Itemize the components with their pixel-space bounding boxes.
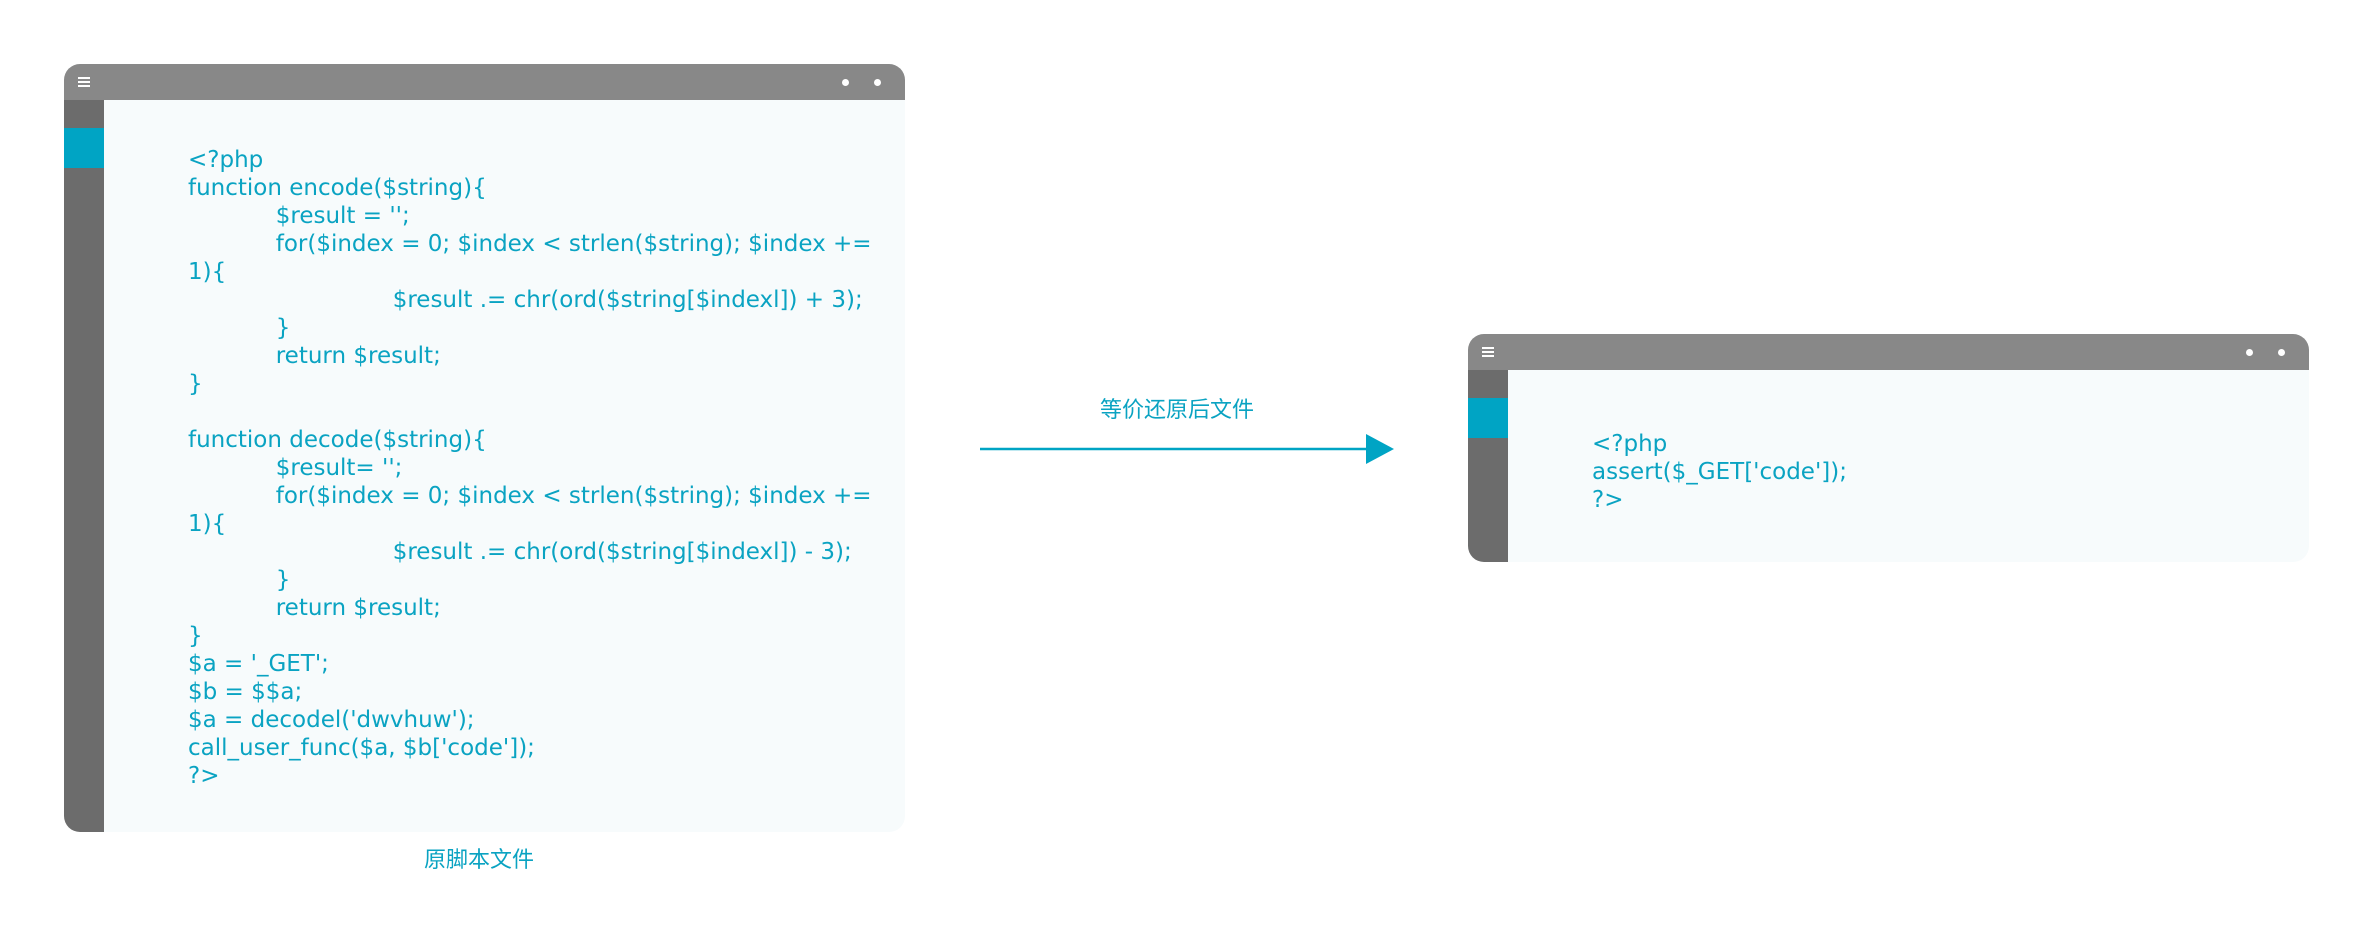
menu-icon[interactable]	[64, 64, 104, 100]
titlebar	[1468, 334, 2309, 370]
titlebar	[64, 64, 905, 100]
restored-file-window: <?php assert($_GET['code']); ?>	[1468, 334, 2309, 562]
original-script-caption: 原脚本文件	[424, 848, 535, 873]
sidebar-active-item[interactable]	[64, 128, 104, 168]
menu-icon[interactable]	[1468, 334, 1508, 370]
window-dot-icon[interactable]	[2278, 349, 2285, 356]
sidebar	[1468, 370, 1508, 562]
original-script-window: <?php function encode($string){ $result …	[64, 64, 905, 832]
code-block: <?php assert($_GET['code']); ?>	[1592, 431, 1847, 513]
window-dot-icon[interactable]	[874, 79, 881, 86]
window-dot-icon[interactable]	[842, 79, 849, 86]
arrow-right-icon	[980, 434, 1394, 464]
code-block: <?php function encode($string){ $result …	[188, 147, 872, 789]
sidebar	[64, 100, 104, 832]
window-dot-icon[interactable]	[2246, 349, 2253, 356]
sidebar-active-item[interactable]	[1468, 398, 1508, 438]
arrow-label: 等价还原后文件	[1100, 398, 1255, 423]
